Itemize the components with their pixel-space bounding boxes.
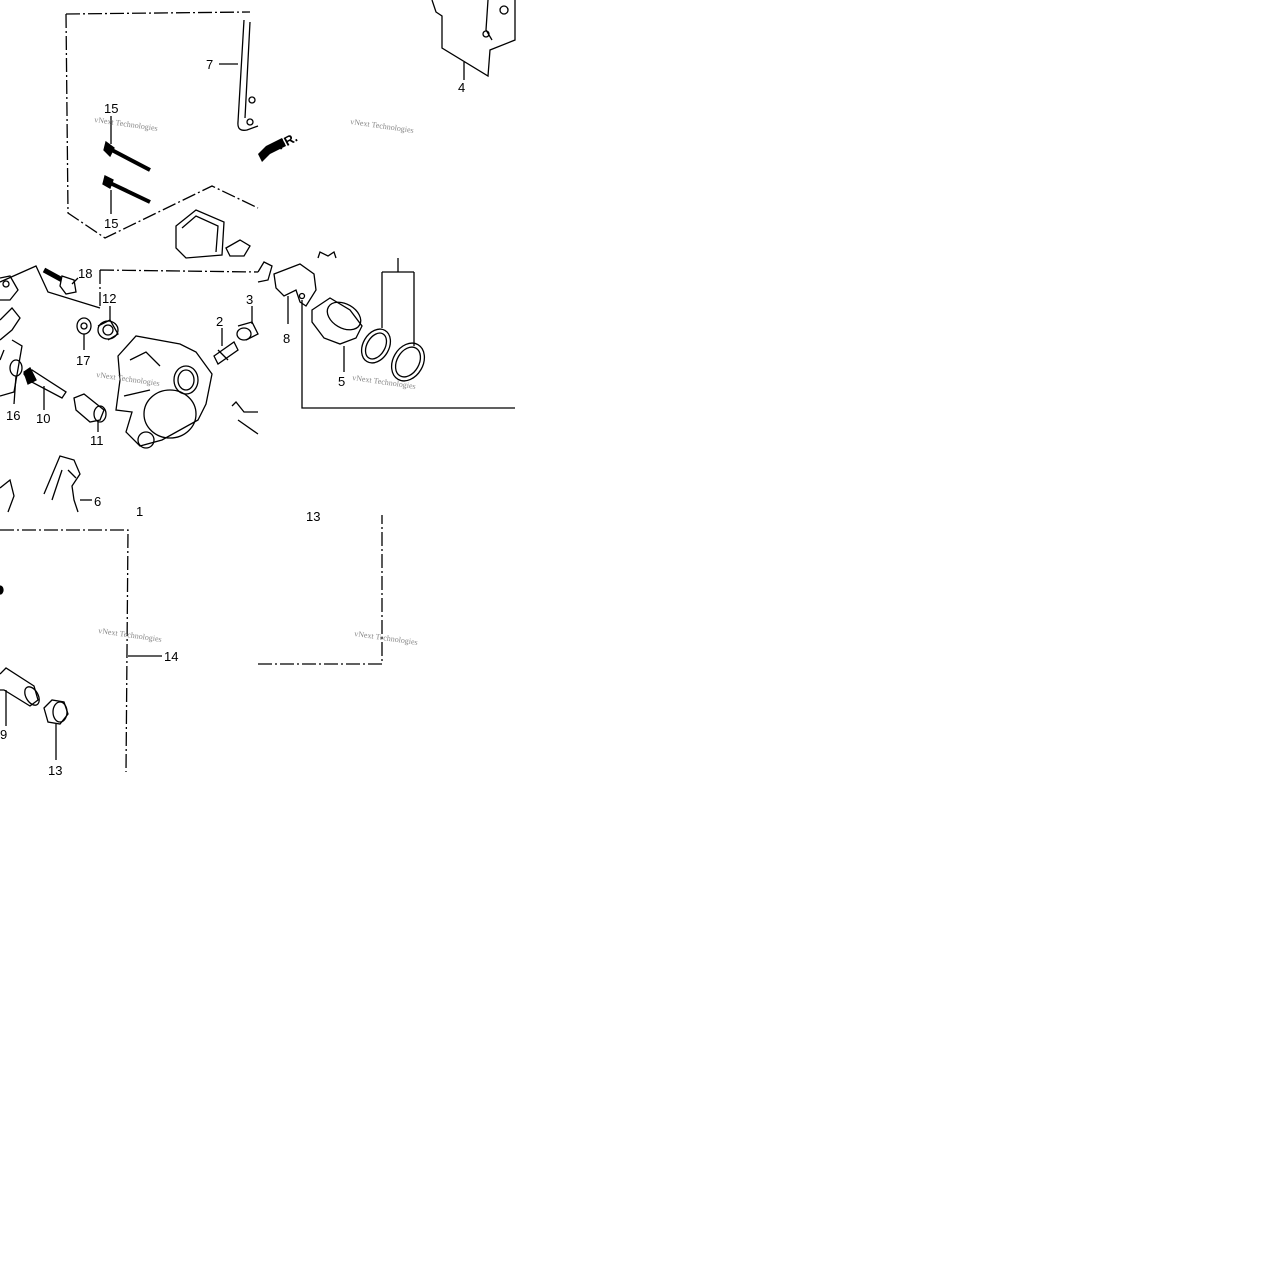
bolt-18 bbox=[42, 267, 77, 295]
tile-top-right bbox=[317, 0, 516, 259]
tile-bottom-left bbox=[0, 529, 162, 773]
caliper-frame bbox=[99, 269, 259, 308]
callout-14: 14 bbox=[164, 649, 178, 664]
piston-5 bbox=[311, 297, 363, 345]
callout-2: 2 bbox=[216, 314, 223, 329]
callout-5: 5 bbox=[338, 374, 345, 389]
callout-6: 6 bbox=[94, 494, 101, 509]
watermark-4: vNext Technologies bbox=[352, 373, 417, 391]
seal-kit-frame bbox=[301, 300, 515, 409]
pin-9 bbox=[0, 667, 40, 707]
boot-12 bbox=[97, 319, 119, 341]
dust-seal bbox=[390, 342, 426, 382]
brake-pad bbox=[175, 209, 225, 259]
callout-4: 4 bbox=[458, 80, 465, 95]
callout-8: 8 bbox=[283, 331, 290, 346]
pin-kit-frame bbox=[0, 529, 129, 773]
callout-7: 7 bbox=[206, 57, 213, 72]
pad-4 bbox=[431, 0, 516, 78]
tile-mid-right bbox=[257, 258, 515, 409]
seal-16 bbox=[9, 359, 23, 377]
caliper-body-1 bbox=[115, 335, 213, 449]
bracket-7 bbox=[237, 19, 259, 131]
callout-9: 9 bbox=[0, 727, 7, 742]
piston-seal bbox=[360, 328, 392, 364]
boot-11 bbox=[73, 393, 107, 423]
washer-17 bbox=[76, 317, 92, 335]
callout-10: 10 bbox=[36, 411, 50, 426]
cap-3 bbox=[236, 321, 259, 341]
pad-set-frame bbox=[65, 11, 259, 239]
lower-frame bbox=[258, 515, 383, 665]
watermarks: vNext Technologies vNext Technologies vN… bbox=[94, 115, 419, 647]
pin-10 bbox=[23, 367, 67, 399]
watermark-6: vNext Technologies bbox=[354, 629, 419, 647]
callout-13-upper: 13 bbox=[306, 509, 320, 524]
shim-8 bbox=[273, 263, 317, 307]
front-direction-arrow bbox=[258, 138, 286, 162]
tile-top-left bbox=[65, 11, 259, 259]
callout-15-upper: 15 bbox=[104, 101, 118, 116]
watermark-5: vNext Technologies bbox=[98, 626, 163, 644]
callout-18: 18 bbox=[78, 266, 92, 281]
pin-15-upper bbox=[103, 140, 151, 172]
cap-13 bbox=[43, 699, 69, 725]
callout-15-lower: 15 bbox=[104, 216, 118, 231]
callout-17: 17 bbox=[76, 353, 90, 368]
tile-mid-left bbox=[0, 265, 259, 513]
callout-12: 12 bbox=[102, 291, 116, 306]
watermark-3: vNext Technologies bbox=[96, 370, 161, 388]
callout-16: 16 bbox=[6, 408, 20, 423]
bleeder-2 bbox=[213, 341, 239, 365]
callout-13-lower: 13 bbox=[48, 763, 62, 778]
callout-11: 11 bbox=[90, 433, 104, 448]
watermark-1: vNext Technologies bbox=[94, 115, 159, 133]
callout-3: 3 bbox=[246, 292, 253, 307]
tile-bottom-right bbox=[258, 515, 383, 665]
pin-15-lower bbox=[102, 175, 151, 204]
callout-1: 1 bbox=[136, 504, 143, 519]
watermark-2: vNext Technologies bbox=[350, 117, 415, 135]
